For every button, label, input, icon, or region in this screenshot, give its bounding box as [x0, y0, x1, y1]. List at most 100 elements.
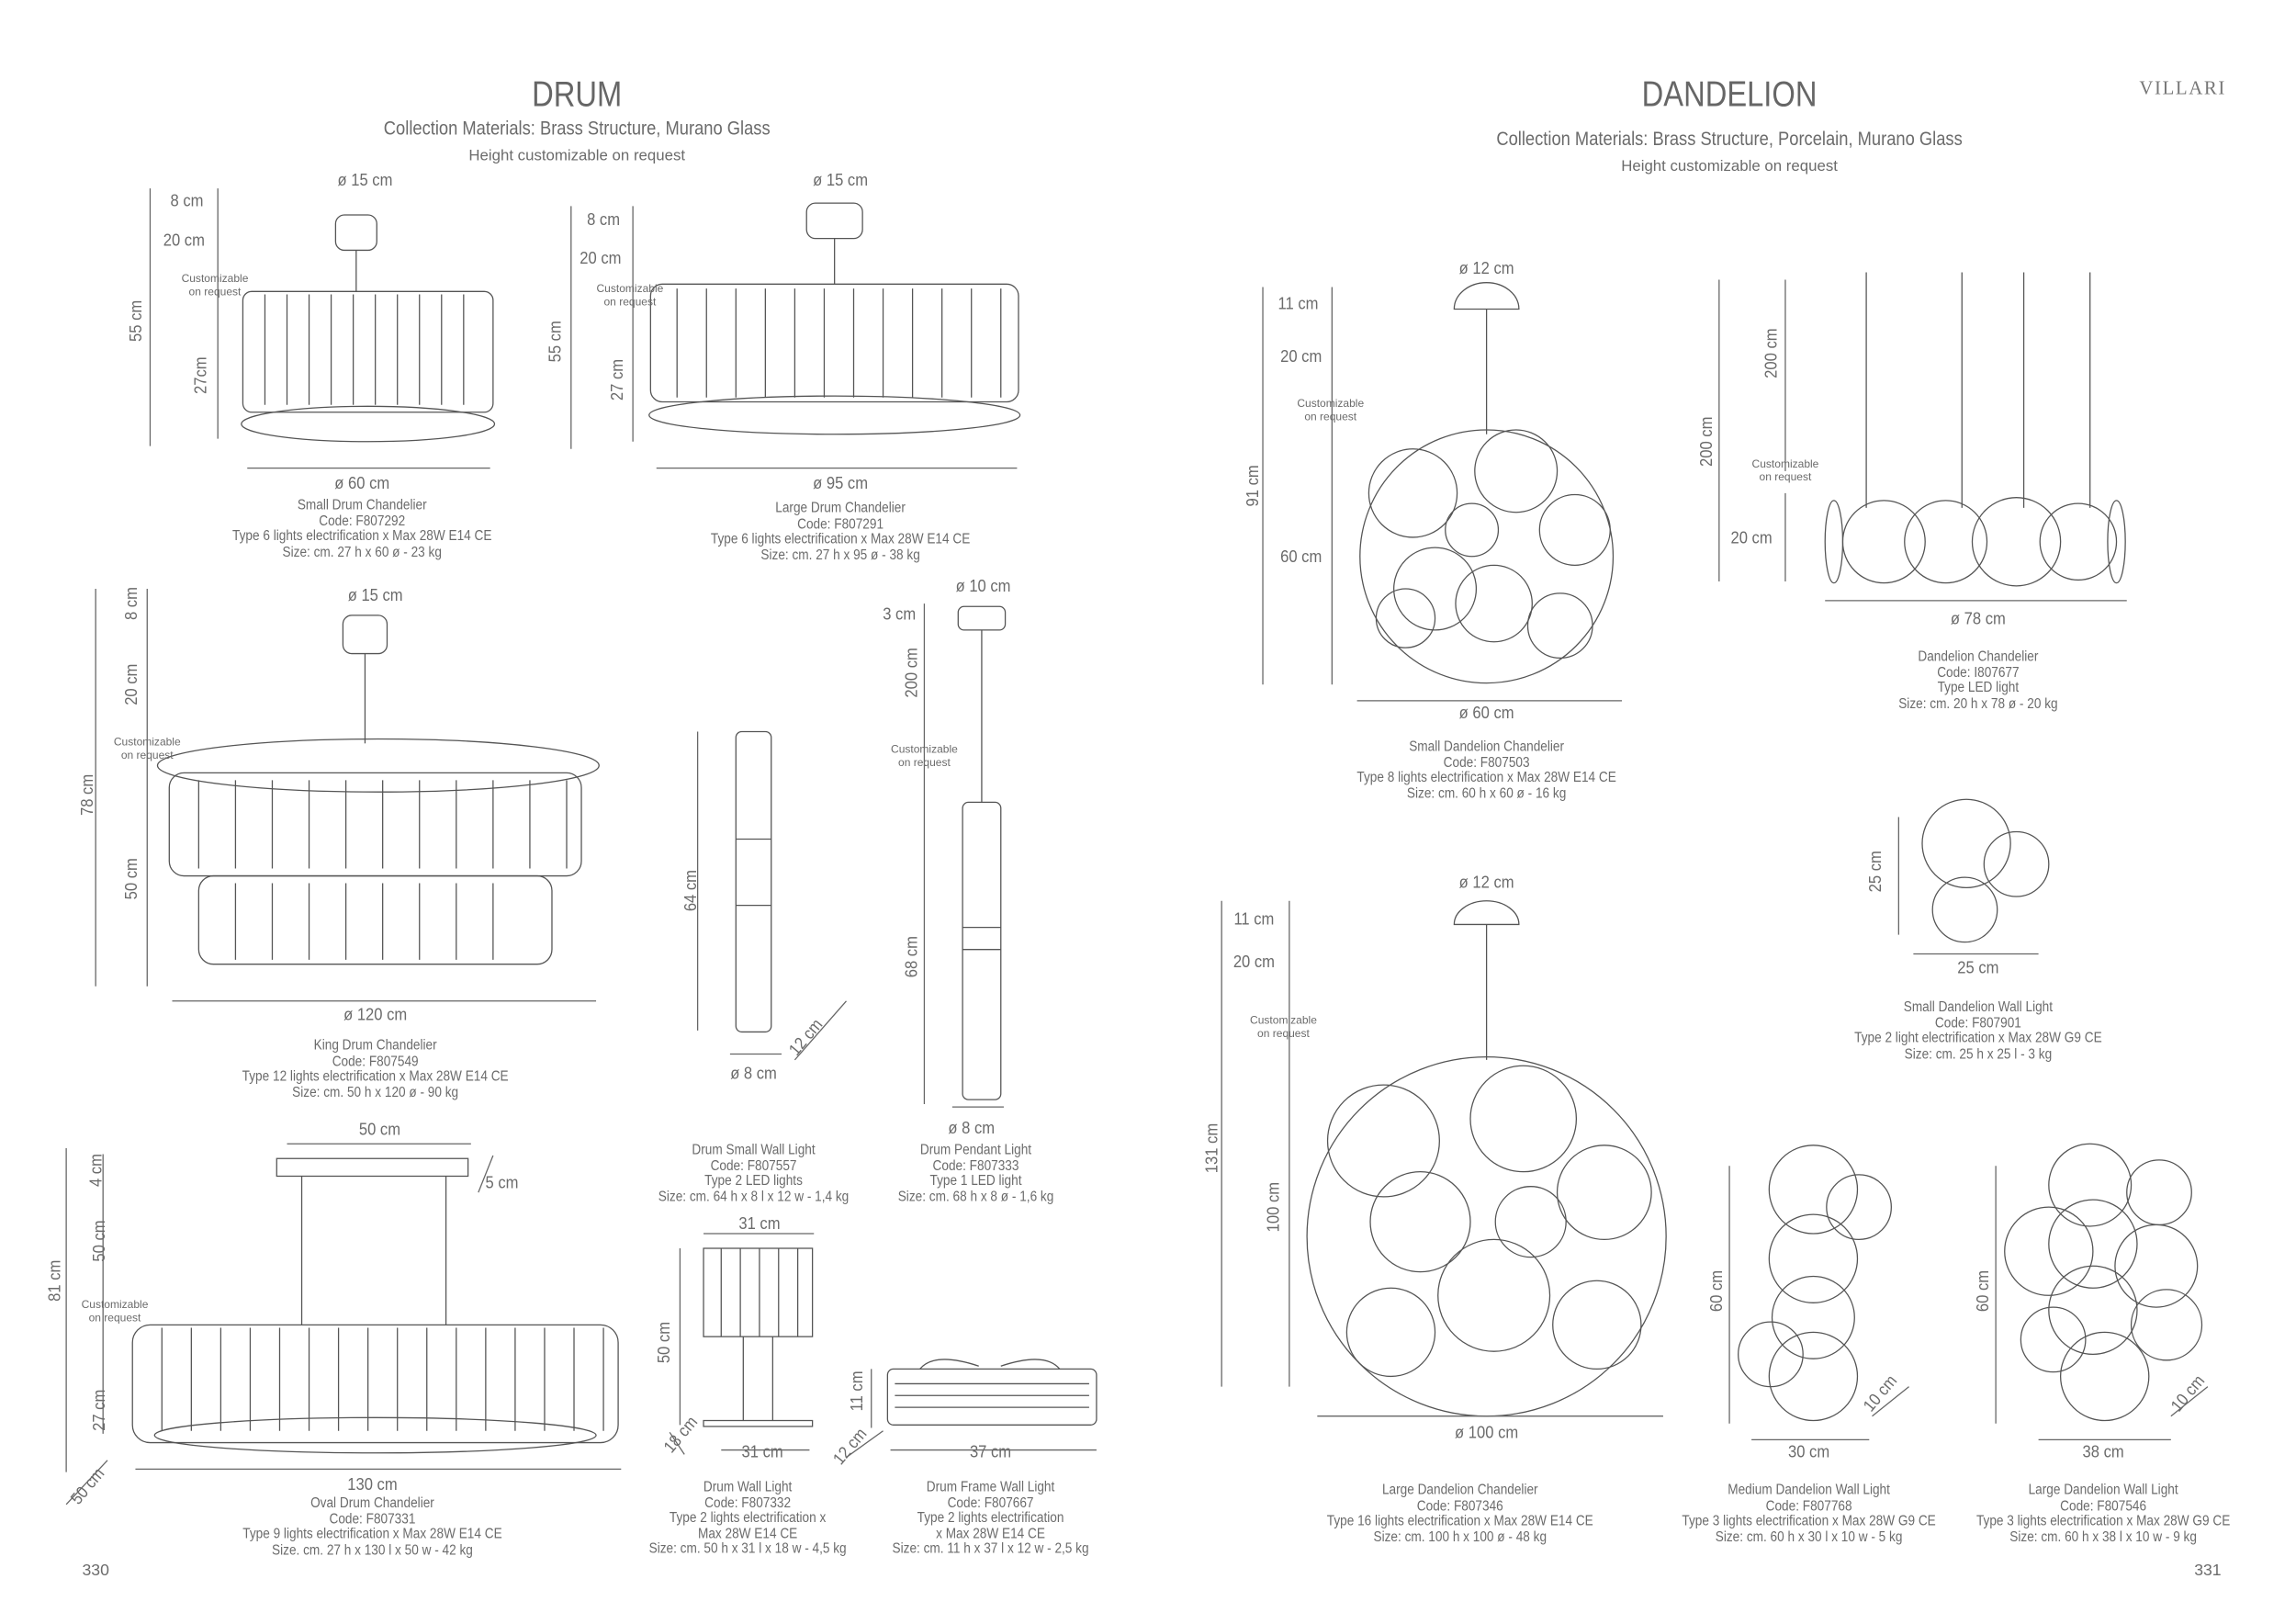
- dim-label: ø 120 cm: [343, 1007, 408, 1025]
- drum-frame-wall-drawing: [886, 1359, 1097, 1426]
- drum-height-note: Height customizable on request: [468, 147, 686, 165]
- oval-drum-drawing: [131, 1157, 619, 1454]
- dim-label: 55 cm: [128, 299, 146, 342]
- drum-title: DRUM: [532, 74, 623, 116]
- dim-label: 4 cm: [88, 1154, 107, 1188]
- dim-label: ø 8 cm: [948, 1120, 996, 1138]
- dim-label: 8 cm: [587, 211, 621, 231]
- dim-label: 11 cm: [1233, 911, 1275, 930]
- dim-label: 5 cm: [485, 1174, 519, 1193]
- dim-label: 64 cm: [682, 869, 701, 912]
- page-number-left: 330: [82, 1562, 109, 1580]
- dim-label: 68 cm: [903, 936, 922, 978]
- dim-label: ø 60 cm: [1458, 705, 1514, 723]
- large-dandelion-wall-drawing: [2004, 1143, 2203, 1422]
- drum-wall-drawing: [703, 1247, 814, 1427]
- dandelion-height-note: Height customizable on request: [1621, 157, 1838, 175]
- dim-label: 200 cm: [1698, 416, 1716, 467]
- dim-label: 27cm: [192, 356, 211, 394]
- dim-label: 31 cm: [738, 1215, 781, 1234]
- dim-label: 50 cm: [358, 1122, 401, 1140]
- dim-label: 100 cm: [1266, 1181, 1284, 1233]
- dim-label: 20 cm: [1730, 529, 1773, 548]
- dim-label: 60 cm: [1280, 548, 1322, 568]
- dimension-lines: [65, 188, 2209, 1506]
- dim-label: 60 cm: [1708, 1269, 1727, 1313]
- dim-label: ø 12 cm: [1458, 260, 1514, 278]
- dim-label: 27 cm: [91, 1389, 109, 1431]
- page-number-right: 331: [2194, 1562, 2222, 1580]
- small-dandelion-wall-drawing: [1921, 798, 2050, 943]
- king-drum-drawing: [156, 615, 600, 965]
- dim-label: ø 8 cm: [730, 1066, 777, 1084]
- dim-label: 25 cm: [1957, 959, 1999, 978]
- dim-label: 30 cm: [1788, 1444, 1830, 1462]
- small-drum-drawing: [241, 214, 496, 443]
- dim-label: 20 cm: [163, 232, 205, 251]
- dim-label: 200 cm: [903, 648, 922, 698]
- dim-label: 38 cm: [2082, 1444, 2124, 1462]
- dim-label: 50 cm: [123, 858, 141, 900]
- drum-pendant-drawing: [957, 605, 1007, 1100]
- dandelion-chandelier-drawing: [1824, 272, 2126, 587]
- dim-label: 20 cm: [123, 663, 141, 705]
- dim-label: 37 cm: [969, 1444, 1012, 1462]
- dim-label: ø 95 cm: [813, 475, 869, 493]
- small-dandelion-drawing: [1359, 282, 1615, 684]
- dandelion-materials: Collection Materials: Brass Structure, P…: [1496, 127, 1963, 150]
- dim-label: 78 cm: [79, 773, 97, 816]
- dim-label: 91 cm: [1244, 465, 1264, 507]
- dim-label: 11 cm: [849, 1370, 867, 1412]
- dim-label: 200 cm: [1762, 328, 1782, 378]
- dim-label: ø 15 cm: [337, 172, 393, 190]
- dim-label: ø 78 cm: [1950, 611, 2006, 629]
- dim-label: 131 cm: [1203, 1122, 1222, 1174]
- dim-label: ø 12 cm: [1458, 874, 1514, 893]
- dim-label: 55 cm: [547, 321, 566, 363]
- dim-label: 3 cm: [883, 606, 917, 625]
- villari-logo: VILLARI: [2139, 76, 2226, 99]
- dim-label: ø 60 cm: [334, 475, 390, 493]
- medium-dandelion-wall-drawing: [1738, 1145, 1892, 1422]
- large-drum-drawing: [648, 202, 1021, 435]
- dim-label: 25 cm: [1867, 851, 1885, 893]
- large-dandelion-drawing: [1306, 900, 1667, 1417]
- dandelion-title: DANDELION: [1641, 74, 1818, 116]
- dim-label: 60 cm: [1975, 1269, 1993, 1313]
- dim-label: 8 cm: [170, 192, 204, 211]
- dim-label: ø 15 cm: [813, 172, 869, 190]
- drum-small-wall-drawing: [735, 730, 772, 1033]
- dim-label: 81 cm: [47, 1259, 65, 1302]
- dim-label: 11 cm: [1277, 296, 1319, 314]
- dim-label: ø 10 cm: [955, 578, 1011, 597]
- dim-label: 8 cm: [123, 587, 141, 621]
- drum-materials: Collection Materials: Brass Structure, M…: [383, 117, 771, 140]
- dim-label: 31 cm: [741, 1444, 783, 1462]
- dim-label: 27 cm: [609, 358, 627, 401]
- dim-label: 50 cm: [91, 1220, 109, 1262]
- dim-label: 20 cm: [580, 250, 622, 268]
